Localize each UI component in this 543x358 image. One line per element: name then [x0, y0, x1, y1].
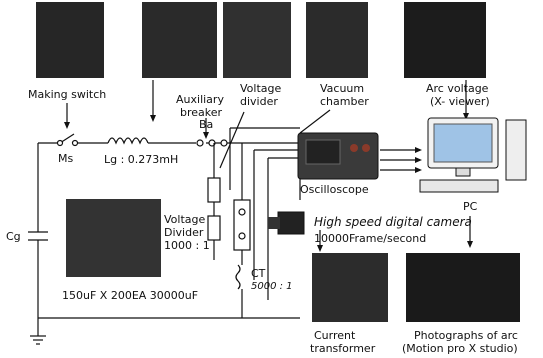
auxiliary-breaker-label-1: Auxiliary — [176, 93, 224, 106]
arc-voltage-label-1: Arc voltage — [426, 82, 489, 95]
voltage-divider-top-label-1: Voltage — [240, 82, 282, 95]
oscilloscope-icon — [297, 132, 379, 180]
lg-label: Lg : 0.273mH — [104, 153, 179, 166]
arc-voltage-label-2: (X- viewer) — [430, 95, 490, 108]
photo-current-transformer — [312, 253, 388, 322]
photo-arc — [406, 253, 520, 322]
ba-label: Ba — [199, 118, 214, 131]
photo-capacitor-bank — [66, 199, 161, 277]
ct-label: CT — [251, 267, 266, 280]
photo-making-switch — [36, 2, 104, 78]
camera-label-2: 10000Frame/second — [314, 232, 427, 245]
voltage-divider-label-1: Voltage — [164, 213, 206, 226]
voltage-divider-ratio: 1000 : 1 — [164, 239, 210, 252]
photographs-label-2: (Motion pro X studio) — [402, 342, 518, 355]
making-switch-label: Making switch — [28, 88, 107, 101]
capacitor-bank-label: 150uF X 200EA 30000uF — [62, 289, 199, 302]
photographs-label-1: Photographs of arc — [414, 329, 518, 342]
oscilloscope-label: Oscilloscope — [300, 183, 369, 196]
photo-arc-voltage — [404, 2, 486, 78]
photo-auxiliary-breaker — [223, 2, 291, 78]
voltage-divider-top-label-2: divider — [240, 95, 278, 108]
photo-vacuum-chamber — [306, 2, 368, 78]
ms-label: Ms — [58, 152, 74, 165]
current-transformer-label-1: Current — [314, 329, 356, 342]
auxiliary-breaker-label-2: breaker — [180, 106, 223, 119]
cg-label: Cg — [6, 230, 21, 243]
camera-icon — [268, 211, 305, 235]
camera-label-1: High speed digital camera — [314, 215, 472, 229]
photo-inductor — [142, 2, 217, 78]
pc-icon — [419, 117, 527, 193]
vacuum-chamber-label-2: chamber — [320, 95, 369, 108]
vacuum-chamber-label-1: Vacuum — [320, 82, 365, 95]
voltage-divider-label-2: Divider — [164, 226, 204, 239]
current-transformer-label-2: transformer — [310, 342, 376, 355]
pc-label: PC — [463, 200, 478, 213]
ct-ratio: 5000 : 1 — [251, 281, 293, 292]
